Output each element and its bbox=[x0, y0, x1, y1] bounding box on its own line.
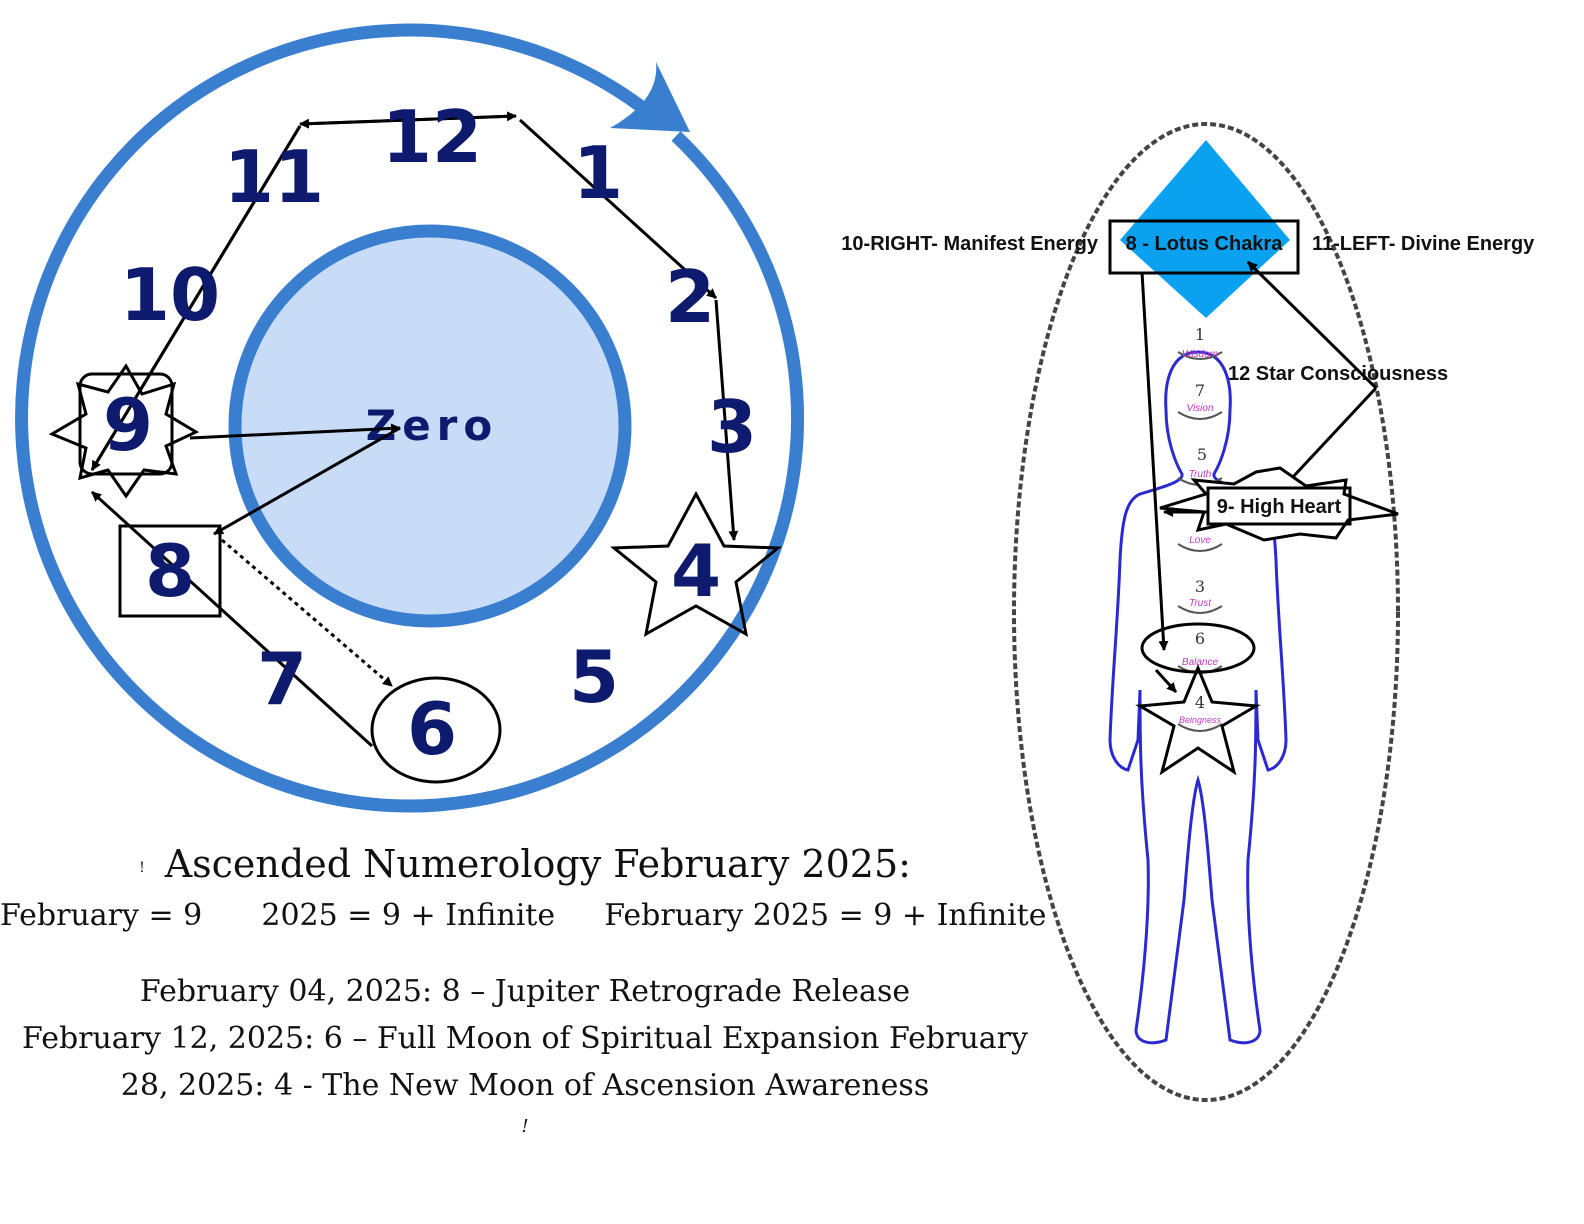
clock-number-12: 12 bbox=[382, 95, 482, 179]
lotus-chakra-label: 8 - Lotus Chakra bbox=[1126, 233, 1284, 255]
clock-number-6: 6 bbox=[407, 687, 457, 771]
eight-square bbox=[118, 524, 222, 618]
chakra-word-trust: Trust bbox=[1189, 598, 1212, 609]
equation-2025: 2025 = 9 + Infinite bbox=[261, 898, 556, 933]
bullet-mark: ! bbox=[139, 859, 145, 876]
manifest-energy-label: 10-RIGHT- Manifest Energy bbox=[841, 233, 1099, 255]
star-consciousness-label: 12 Star Consciousness bbox=[1228, 363, 1448, 385]
balance-ellipse bbox=[1140, 622, 1256, 674]
lotus-chakra-box bbox=[1108, 219, 1300, 275]
clock-path-arrows bbox=[90, 111, 739, 748]
clock-number-2: 2 bbox=[665, 255, 715, 339]
body-path-arrows bbox=[1140, 260, 1378, 694]
crown-diamond bbox=[1120, 140, 1290, 318]
ring-arrowhead bbox=[610, 62, 690, 132]
chakra-word-wisdom: Wisdom bbox=[1182, 349, 1218, 360]
clock-number-9: 9 bbox=[103, 383, 153, 467]
date-line-1: February 04, 2025: 8 – Jupiter Retrograd… bbox=[139, 974, 911, 1009]
clock-number-4: 4 bbox=[671, 529, 721, 613]
equations-line: February = 9 2025 = 9 + Infinite Februar… bbox=[0, 898, 1046, 933]
clock-number-3: 3 bbox=[707, 385, 757, 469]
aura-ellipse bbox=[1012, 122, 1400, 1102]
clock-number-11: 11 bbox=[224, 135, 324, 219]
body-diagram: 1 Wisdom 7 Vision 5 Truth Love 3 Trust 6… bbox=[841, 122, 1535, 1102]
zero-label: Zero bbox=[366, 401, 499, 450]
chakra-number-5: 5 bbox=[1197, 445, 1207, 464]
clock-number-5: 5 bbox=[569, 635, 619, 719]
chakra-word-truth: Truth bbox=[1189, 469, 1212, 480]
date-line-2: February 12, 2025: 6 – Full Moon of Spir… bbox=[22, 1021, 1028, 1056]
beingness-star bbox=[1135, 664, 1261, 776]
date-line-3: 28, 2025: 4 - The New Moon of Ascension … bbox=[120, 1068, 930, 1103]
divine-energy-label: 11-LEFT- Divine Energy bbox=[1312, 233, 1535, 255]
four-star bbox=[609, 490, 783, 637]
clock-number-1: 1 bbox=[573, 131, 623, 215]
high-heart-star bbox=[1159, 466, 1399, 542]
chakra-word-love: Love bbox=[1189, 535, 1211, 546]
clock-number-8: 8 bbox=[145, 529, 195, 613]
chakra-word-vision: Vision bbox=[1186, 403, 1213, 414]
chakra-word-balance: Balance bbox=[1182, 657, 1219, 668]
equation-february-2025: February 2025 = 9 + Infinite bbox=[604, 898, 1047, 933]
chakra-number-1: 1 bbox=[1195, 325, 1205, 344]
equation-february: February = 9 bbox=[0, 898, 203, 933]
page-title: Ascended Numerology February 2025: bbox=[164, 842, 911, 886]
end-mark: ! bbox=[521, 1116, 529, 1137]
six-ellipse bbox=[370, 676, 502, 784]
inner-circle bbox=[228, 224, 632, 628]
chakra-number-7: 7 bbox=[1195, 381, 1205, 400]
human-body-outline bbox=[1108, 350, 1288, 1045]
nine-star-square bbox=[48, 363, 200, 499]
chakra-number-6: 6 bbox=[1195, 629, 1205, 648]
clock-number-7: 7 bbox=[257, 637, 307, 721]
title-line: ! Ascended Numerology February 2025: bbox=[0, 842, 1050, 886]
clock-diagram: Zero 1 2 3 4 5 6 7 bbox=[15, 23, 805, 813]
chakra-word-beingness: Beingness bbox=[1179, 715, 1222, 725]
chakra-number-4: 4 bbox=[1195, 693, 1205, 712]
outer-ring bbox=[15, 23, 805, 813]
chakra-number-3: 3 bbox=[1195, 577, 1205, 596]
high-heart-box bbox=[1206, 486, 1352, 526]
high-heart-label: 9- High Heart bbox=[1217, 496, 1342, 518]
clock-number-10: 10 bbox=[120, 253, 220, 337]
